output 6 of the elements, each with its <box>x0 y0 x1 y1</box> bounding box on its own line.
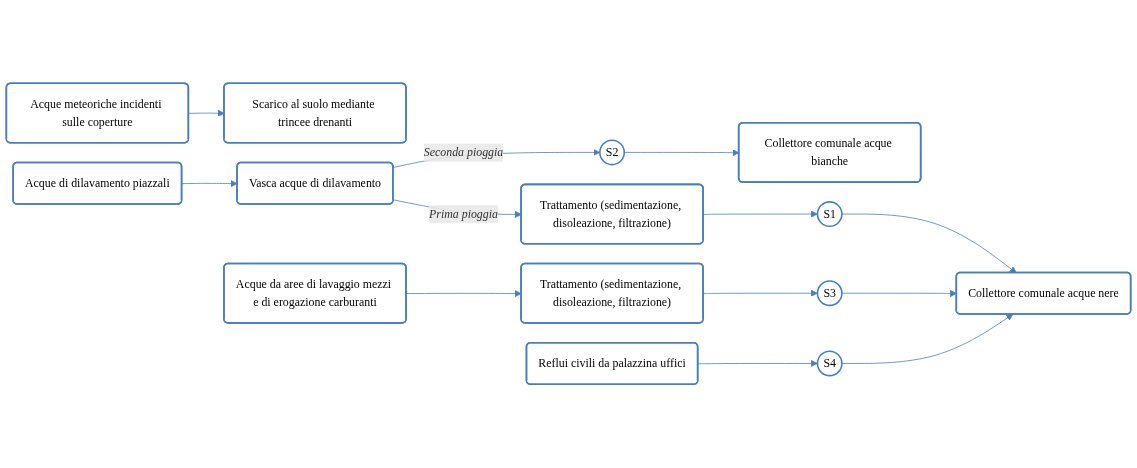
node-circle: S2 <box>599 139 626 166</box>
edge-label: Prima pioggia <box>429 207 498 221</box>
node-circle: S3 <box>816 280 843 307</box>
node-circle: S1 <box>816 201 843 228</box>
node-circle: S4 <box>816 350 843 377</box>
edge-label: Seconda pioggia <box>423 146 504 159</box>
